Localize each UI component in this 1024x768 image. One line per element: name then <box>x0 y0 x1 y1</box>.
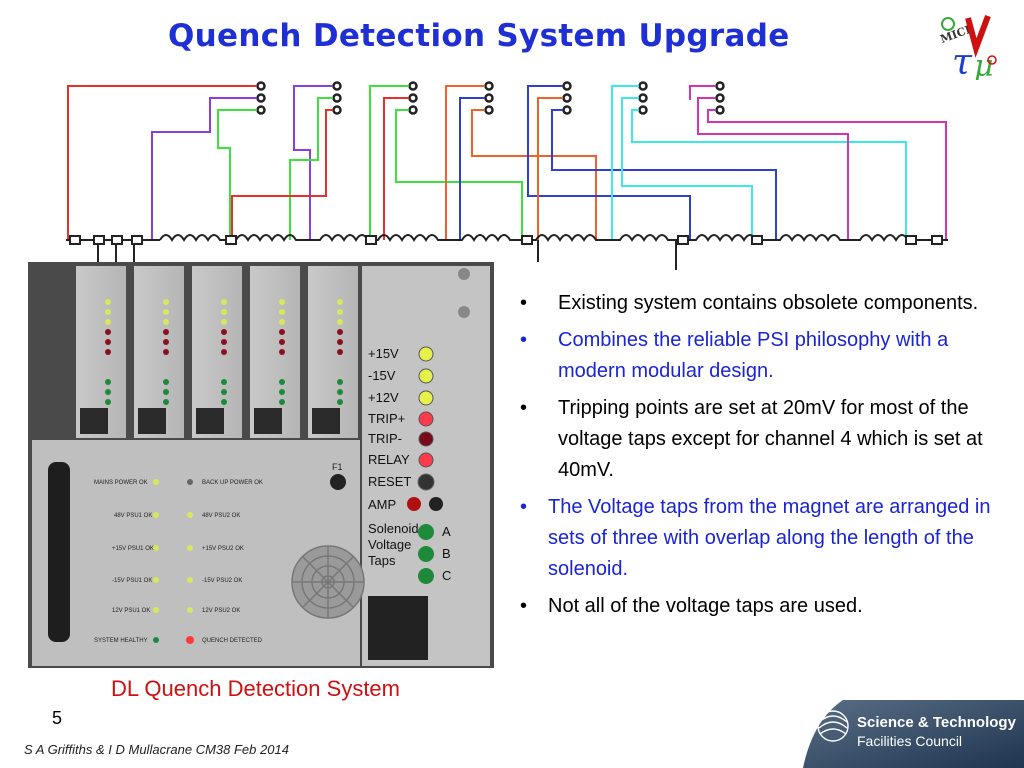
svg-text:-15V PSU1 OK: -15V PSU1 OK <box>112 578 152 584</box>
bullet-item: • Tripping points are set at 20mV for mo… <box>512 393 1002 486</box>
svg-text:BACK UP POWER OK: BACK UP POWER OK <box>202 480 263 486</box>
svg-text:TRIP+: TRIP+ <box>368 411 405 426</box>
cooling-fan <box>291 545 365 619</box>
module-leds <box>105 299 343 405</box>
main-module-labels: +15V -15V +12V TRIP+ TRIP- RELAY RESET A… <box>368 346 451 583</box>
footer-credit: S A Griffiths & I D Mullacrane CM38 Feb … <box>24 742 289 757</box>
bullet-item: • Combines the reliable PSI philosophy w… <box>512 325 1002 387</box>
photo-caption: DL Quench Detection System <box>111 676 400 701</box>
svg-text:TRIP-: TRIP- <box>368 431 402 446</box>
bullet-text: Not all of the voltage taps are used. <box>548 595 863 617</box>
svg-text:-15V: -15V <box>368 368 396 383</box>
solenoid-coil <box>66 234 948 270</box>
rack-handle <box>48 462 70 642</box>
svg-text:τ: τ <box>952 42 973 80</box>
svg-text:+15V PSU1 OK: +15V PSU1 OK <box>112 546 154 552</box>
bullet-list: • Existing system contains obsolete comp… <box>512 288 1002 628</box>
coil-connectors <box>69 235 943 245</box>
stfc-logo: Science & Technology Facilities Council <box>803 700 1024 768</box>
svg-text:48V PSU2 OK: 48V PSU2 OK <box>202 513 240 519</box>
svg-text:C: C <box>442 568 451 583</box>
svg-text:12V PSU2 OK: 12V PSU2 OK <box>202 608 240 614</box>
svg-text:MAINS POWER OK: MAINS POWER OK <box>94 480 148 486</box>
svg-text:RELAY: RELAY <box>368 452 410 467</box>
bullet-text: The Voltage taps from the magnet are arr… <box>548 496 991 580</box>
tap-terminals <box>256 81 725 115</box>
bullet-symbol: • <box>520 496 528 518</box>
svg-text:Solenoid: Solenoid <box>368 521 419 536</box>
svg-text:A: A <box>442 524 451 539</box>
svg-text:Voltage: Voltage <box>368 537 411 552</box>
svg-text:F1: F1 <box>332 462 343 472</box>
bullet-text: Combines the reliable PSI philosophy wit… <box>558 329 949 382</box>
main-module-leds <box>368 268 470 660</box>
psu-status-labels: MAINS POWER OK 48V PSU1 OK +15V PSU1 OK … <box>94 462 343 644</box>
bullet-text: Existing system contains obsolete compon… <box>558 292 979 314</box>
svg-text:QUENCH DETECTED: QUENCH DETECTED <box>202 638 263 644</box>
stfc-swirl-icon <box>817 710 849 742</box>
bullet-item: • The Voltage taps from the magnet are a… <box>512 492 1002 585</box>
svg-text:SYSTEM HEALTHY: SYSTEM HEALTHY <box>94 638 148 644</box>
svg-text:RESET: RESET <box>368 474 411 489</box>
svg-text:+12V: +12V <box>368 390 399 405</box>
svg-text:-15V PSU2 OK: -15V PSU2 OK <box>202 578 242 584</box>
svg-text:AMP: AMP <box>368 497 396 512</box>
mice-logo: MICE τ μ <box>938 10 1002 84</box>
svg-text:B: B <box>442 546 451 561</box>
bullet-symbol: • <box>520 292 528 314</box>
page-number: 5 <box>52 708 63 728</box>
bullet-symbol: • <box>520 329 528 351</box>
bullet-symbol: • <box>520 595 528 617</box>
module-connectors <box>80 408 340 434</box>
quench-detection-rack-photo: +15V -15V +12V TRIP+ TRIP- RELAY RESET A… <box>28 262 494 668</box>
svg-text:12V PSU1 OK: 12V PSU1 OK <box>112 608 150 614</box>
psu-leds <box>153 474 346 644</box>
stfc-name-line1: Science & Technology <box>857 714 1016 731</box>
voltage-tap-wiring-diagram <box>66 81 948 270</box>
slide-title: Quench Detection System Upgrade <box>168 18 790 54</box>
svg-text:+15V: +15V <box>368 346 399 361</box>
bullet-item: • Not all of the voltage taps are used. <box>512 591 1002 622</box>
stfc-name-line2: Facilities Council <box>857 733 963 749</box>
bullet-text: Tripping points are set at 20mV for most… <box>558 397 983 481</box>
svg-text:Taps: Taps <box>368 553 396 568</box>
svg-text:+15V PSU2 OK: +15V PSU2 OK <box>202 546 244 552</box>
bullet-symbol: • <box>520 397 528 419</box>
svg-text:48V PSU1 OK: 48V PSU1 OK <box>114 513 152 519</box>
psu-panel <box>32 440 360 666</box>
bullet-item: • Existing system contains obsolete comp… <box>512 288 1002 319</box>
